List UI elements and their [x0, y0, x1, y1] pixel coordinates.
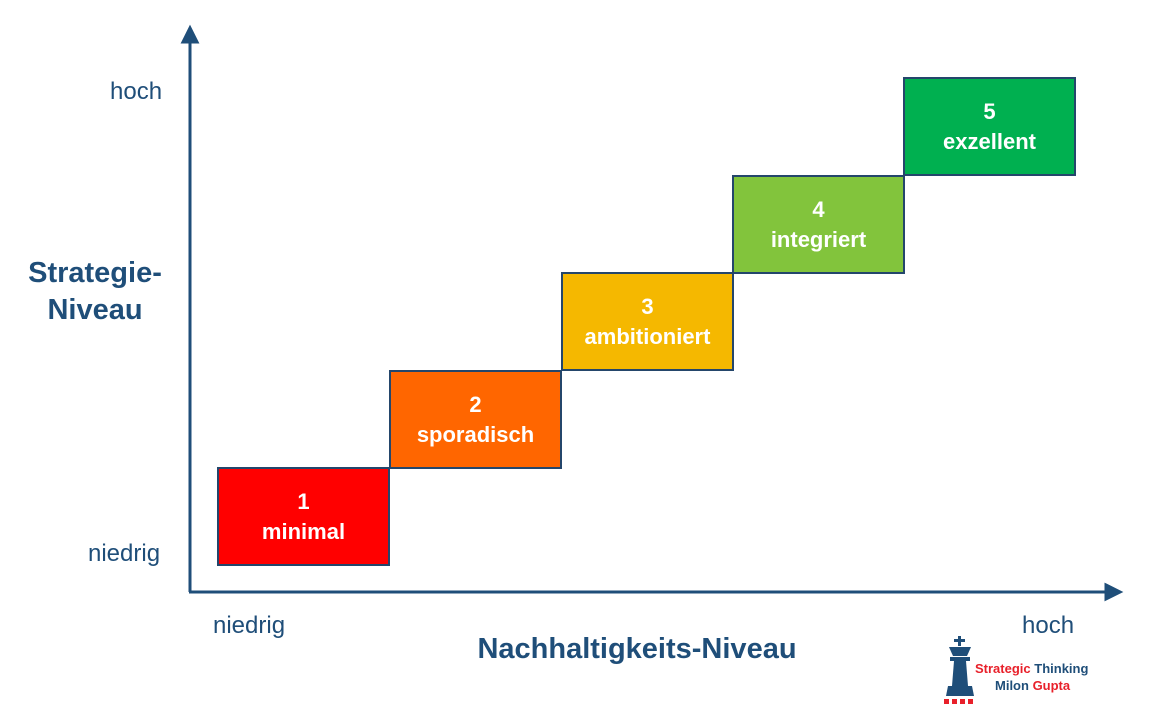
level-number: 2 — [469, 391, 482, 417]
y-title-line2: Niveau — [47, 294, 143, 326]
level-label: minimal — [261, 518, 346, 544]
level-box-1: 1 minimal — [217, 467, 390, 566]
level-box-3: 3 ambitioniert — [561, 272, 734, 371]
y-axis-title: Strategie- Niveau — [10, 255, 180, 329]
level-box-2: 2 sporadisch — [389, 370, 562, 469]
y-title-line1: Strategie- — [28, 257, 162, 289]
y-high-label: hoch — [110, 78, 163, 105]
x-high-label: hoch — [1022, 612, 1075, 639]
x-axis-title: Nachhaltigkeits-Niveau — [477, 633, 797, 665]
level-number: 4 — [812, 196, 825, 222]
level-label: integriert — [770, 226, 867, 252]
level-number: 3 — [641, 293, 654, 319]
chess-king-logo-icon — [944, 636, 974, 704]
level-label: ambitioniert — [584, 323, 711, 349]
y-low-label: niedrig — [88, 540, 161, 567]
x-low-label: niedrig — [213, 612, 286, 639]
logo-word: Milon — [995, 678, 1029, 693]
logo-word: Strategic — [975, 661, 1031, 676]
logo-text: Strategic Thinking Milon Gupta — [975, 660, 1088, 694]
level-number: 1 — [297, 488, 310, 514]
y-axis-arrow — [180, 24, 200, 44]
x-axis-arrow — [1104, 582, 1124, 602]
logo-word: Thinking — [1034, 661, 1089, 676]
level-number: 5 — [983, 98, 996, 124]
logo-word: Gupta — [1032, 678, 1071, 693]
level-label: exzellent — [943, 128, 1036, 154]
level-box-5: 5 exzellent — [903, 77, 1076, 176]
level-label: sporadisch — [416, 421, 535, 447]
level-box-4: 4 integriert — [732, 175, 905, 274]
